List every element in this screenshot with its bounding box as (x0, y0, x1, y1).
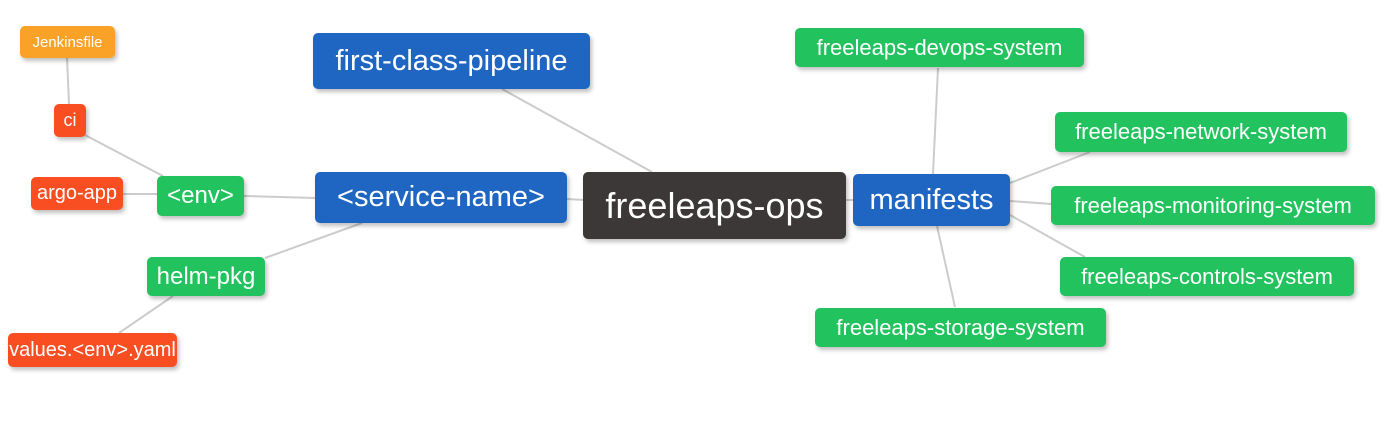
node-freeleaps-devops-system-label: freeleaps-devops-system (816, 34, 1063, 60)
node-first-class-pipeline[interactable]: first-class-pipeline (313, 33, 590, 89)
node-freeleaps-controls-system-label: freeleaps-controls-system (1081, 263, 1333, 289)
edge-helm-pkg-values (118, 295, 174, 334)
edge-service-name-root (565, 198, 586, 201)
node-ci[interactable]: ci (54, 104, 86, 137)
edge-service-name-helm-pkg (264, 222, 363, 259)
node-service-name-label: <service-name> (337, 181, 545, 213)
node-values-env-yaml-label: values.<env>.yaml (9, 338, 176, 361)
edge-manifests-devops (932, 67, 939, 175)
node-helm-pkg-label: helm-pkg (156, 262, 256, 290)
node-jenkinsfile-label: Jenkinsfile (32, 33, 103, 51)
node-helm-pkg[interactable]: helm-pkg (147, 257, 265, 296)
node-freeleaps-controls-system[interactable]: freeleaps-controls-system (1060, 257, 1354, 296)
node-first-class-pipeline-label: first-class-pipeline (335, 44, 568, 77)
edge-manifests-storage (936, 225, 956, 308)
node-service-name[interactable]: <service-name> (315, 172, 567, 223)
node-freeleaps-ops-root[interactable]: freeleaps-ops (583, 172, 846, 239)
node-manifests[interactable]: manifests (853, 174, 1010, 226)
edge-jenkinsfile-ci (66, 57, 70, 105)
edge-ci-env (84, 134, 164, 177)
node-jenkinsfile[interactable]: Jenkinsfile (20, 26, 115, 58)
edge-env-service-name (243, 195, 316, 199)
node-manifests-label: manifests (869, 183, 994, 216)
node-freeleaps-storage-system-label: freeleaps-storage-system (836, 314, 1085, 340)
node-freeleaps-network-system[interactable]: freeleaps-network-system (1055, 112, 1347, 152)
node-freeleaps-ops-label: freeleaps-ops (605, 184, 824, 226)
node-freeleaps-monitoring-system[interactable]: freeleaps-monitoring-system (1051, 186, 1375, 225)
node-values-env-yaml[interactable]: values.<env>.yaml (8, 333, 177, 367)
node-env-label: <env> (167, 182, 234, 209)
node-freeleaps-monitoring-system-label: freeleaps-monitoring-system (1074, 192, 1352, 218)
node-freeleaps-storage-system[interactable]: freeleaps-storage-system (815, 308, 1106, 347)
node-argo-app[interactable]: argo-app (31, 177, 123, 210)
node-freeleaps-network-system-label: freeleaps-network-system (1075, 119, 1327, 144)
node-freeleaps-devops-system[interactable]: freeleaps-devops-system (795, 28, 1084, 67)
edge-manifests-controls (1009, 214, 1086, 258)
edge-manifests-network (1009, 151, 1091, 184)
edge-manifests-monitoring (1009, 200, 1052, 205)
node-env[interactable]: <env> (157, 176, 244, 216)
node-argo-app-label: argo-app (36, 182, 118, 204)
node-ci-label: ci (63, 110, 77, 130)
edge-first-class-root (501, 88, 653, 173)
